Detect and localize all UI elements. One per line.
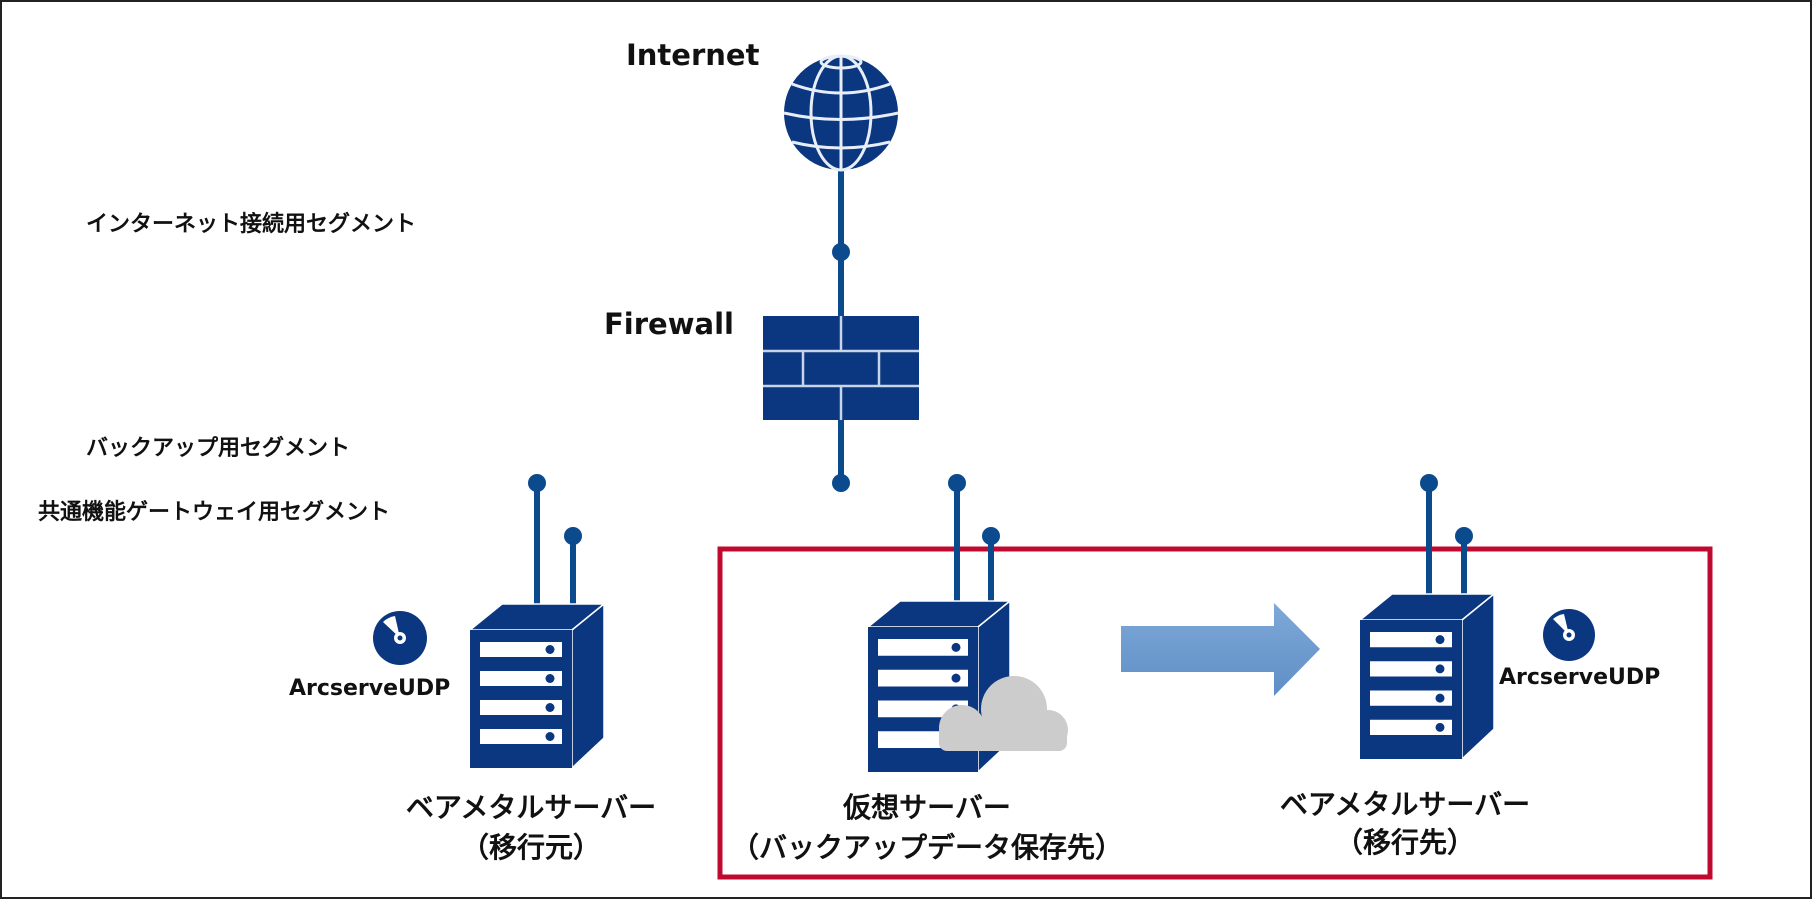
drive-bay [480,729,562,744]
junction-dot [948,474,966,492]
target-server-links [1426,483,1467,596]
drive-bay [1370,719,1452,735]
disc-icon [1543,609,1595,661]
server-label-line1: 仮想サーバー [842,791,1011,824]
software-label: ArcserveUDP [289,676,450,701]
drive-led [1435,635,1445,645]
server-label-line1: ベアメタルサーバー [406,791,656,824]
drive-led [545,732,555,741]
firewall-icon [763,316,919,420]
junction-dot [982,527,1000,545]
server-side [571,602,605,770]
server-side [1461,592,1495,761]
software-label: ArcserveUDP [1499,665,1660,690]
source-server-links [534,483,576,607]
drive-led [951,673,961,683]
server-label-line2: （移行元） [461,831,601,864]
server-icon [467,602,607,770]
drive-led [1435,664,1445,674]
cloud-icon [939,676,1068,751]
junction-dot [564,527,582,545]
globe-icon [783,54,899,172]
drive-led [545,703,555,712]
internet-label: Internet [626,38,760,72]
drive-led [1435,722,1445,732]
virtual-server-links [954,483,994,602]
migration-highlight-box [717,546,1713,880]
backup-segment-label: バックアップ用セグメント [86,435,350,461]
migration-arrow-icon [1121,603,1320,696]
server-icon [865,599,1013,774]
drive-led [951,642,961,652]
drive-bay [1370,690,1452,706]
drive-bay [480,642,562,657]
internet-segment-label: インターネット接続用セグメント [86,211,416,237]
drive-bay [480,671,562,686]
firewall-label: Firewall [604,307,734,341]
server-label-line1: ベアメタルサーバー [1280,788,1530,821]
server-label-line2: （移行先） [1335,826,1475,859]
drive-led [1435,693,1445,703]
junction-dot [1455,527,1473,545]
drive-bay [1370,632,1452,648]
junction-dot [528,474,546,492]
drive-bay [1370,661,1452,677]
server-label-line2: （バックアップデータ保存先） [731,831,1123,864]
drive-bay [480,700,562,715]
junction-dot [832,474,850,492]
drive-bay [878,669,968,687]
drive-led [545,645,555,654]
junction-dot [832,243,850,261]
disc-icon [373,611,427,665]
server-icon [1357,592,1497,761]
drive-bay [878,639,968,656]
junction-dot [1420,474,1438,492]
gateway-segment-label: 共通機能ゲートウェイ用セグメント [38,499,390,525]
drive-led [545,674,555,683]
